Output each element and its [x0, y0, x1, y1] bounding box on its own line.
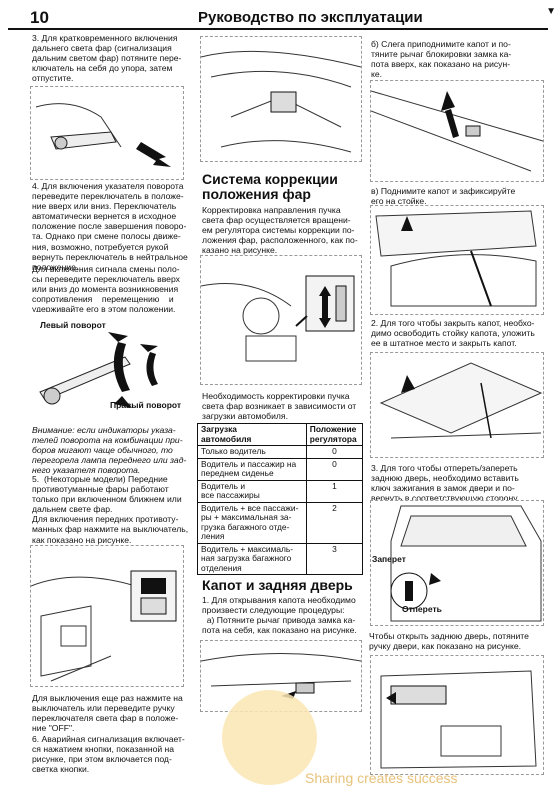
- table-cell: 2: [305, 501, 364, 544]
- col1-paragraph-6: 6. Аварийная сигнализация включает- ся н…: [32, 734, 185, 775]
- figure-fog-light-switch: [30, 545, 184, 687]
- figure-hood-closing-drawing: [379, 362, 543, 439]
- table-row: Только водитель 0: [197, 445, 364, 459]
- table-row: Водитель и все пассажиры 1: [197, 479, 364, 503]
- page-number: 10: [30, 8, 49, 27]
- col1-paragraph-3: 3. Для кратковременного включения дальне…: [32, 33, 182, 84]
- figure-tailgate-handle: [370, 655, 544, 775]
- figure-turn-signal: [30, 312, 182, 422]
- heading-headlight-adjustment: Система коррекции положения фар: [202, 171, 338, 202]
- table-cell: Водитель + все пассажи- ры + максимальна…: [197, 501, 307, 544]
- corner-mark: ▼: [546, 6, 556, 17]
- table-cell: 1: [305, 479, 364, 503]
- table-cell: 0: [305, 457, 364, 481]
- load-table: Загрузка автомобиля Положение регулятора…: [197, 423, 364, 575]
- figure-fog-light-switch-drawing: [31, 570, 177, 682]
- col1-paragraph-5b: Для выключения еще раз нажмите на выключ…: [32, 693, 183, 734]
- watermark-text: Sharing creates success: [305, 770, 458, 786]
- page-title: Руководство по эксплуатации: [198, 9, 423, 26]
- figure-hood-latch: [370, 80, 544, 182]
- page-header: 10 Руководство по эксплуатации: [8, 6, 548, 30]
- figure-hood-closing: [370, 352, 544, 458]
- table-header-row: Загрузка автомобиля Положение регулятора: [197, 423, 364, 446]
- watermark-logo: [222, 690, 317, 785]
- figure-tailgate-lock: [370, 500, 544, 626]
- figure-hood-latch-drawing: [371, 90, 543, 172]
- col3-paragraph-3: 3. Для того чтобы отпереть/запереть задн…: [371, 463, 520, 504]
- figure-headlight-switch-pull: [30, 86, 184, 180]
- table-row: Водитель + все пассажи- ры + максимальна…: [197, 501, 364, 544]
- figure-dashboard-drawing: [201, 50, 361, 153]
- col2-paragraph-1: Корректировка направления пучка света фа…: [202, 205, 358, 256]
- col3-paragraph-2: 2. Для того чтобы закрыть капот, необхо-…: [371, 318, 535, 349]
- table-cell: Водитель и пассажир на переднем сиденье: [197, 457, 307, 481]
- figure-turn-signal-drawing: [39, 332, 158, 408]
- label-unlock: Отпереть: [402, 604, 442, 614]
- col1-paragraph-4: 4. Для включения указателя поворота пере…: [32, 181, 188, 272]
- table-cell: Только водитель: [197, 445, 307, 459]
- col1-note: Внимание: если индикаторы указа- телей п…: [32, 425, 187, 476]
- col2-paragraph-2: Необходимость корректировки пучка света …: [202, 391, 357, 422]
- col2-paragraph-3: 1. Для открывания капота необходимо прои…: [202, 595, 357, 636]
- col1-paragraph-5: 5. (Некоторые модели) Передние противоту…: [32, 474, 189, 545]
- table-cell: 0: [305, 445, 364, 459]
- figure-adjuster-dial: [200, 255, 362, 385]
- table-cell: Водитель + максималь- ная загрузка багаж…: [197, 542, 307, 575]
- label-right-turn: Правый поворот: [110, 400, 182, 410]
- table-cell: Водитель и все пассажиры: [197, 479, 307, 503]
- table-header-position: Положение регулятора: [305, 423, 364, 446]
- table-cell: 3: [305, 542, 364, 575]
- col3-paragraph-c: в) Поднимите капот и зафиксируйте его на…: [371, 186, 516, 207]
- figure-hood-prop-drawing: [375, 210, 537, 307]
- table-row: Водитель + максималь- ная загрузка багаж…: [197, 542, 364, 575]
- figure-headlight-switch-pull-drawing: [35, 103, 171, 167]
- label-left-turn: Левый поворот: [40, 320, 106, 330]
- figure-dashboard: [200, 36, 362, 162]
- col1-paragraph-4b: Для включения сигнала смены поло- сы пер…: [32, 264, 180, 315]
- figure-hood-release-lever: [200, 640, 362, 712]
- figure-tailgate-lock-drawing: [390, 505, 542, 622]
- col3-paragraph-b: б) Слега приподнимите капот и по- тяните…: [371, 39, 512, 80]
- figure-hood-prop: [370, 205, 544, 315]
- label-lock: Заперет: [372, 554, 406, 564]
- figure-tailgate-handle-drawing: [380, 670, 537, 769]
- table-header-load: Загрузка автомобиля: [197, 423, 307, 446]
- table-row: Водитель и пассажир на переднем сиденье …: [197, 457, 364, 481]
- figure-adjuster-dial-drawing: [201, 275, 355, 362]
- heading-hood-and-tailgate: Капот и задняя дверь: [202, 577, 353, 593]
- col3-paragraph-4: Чтобы открыть заднюю дверь, потяните руч…: [369, 631, 529, 652]
